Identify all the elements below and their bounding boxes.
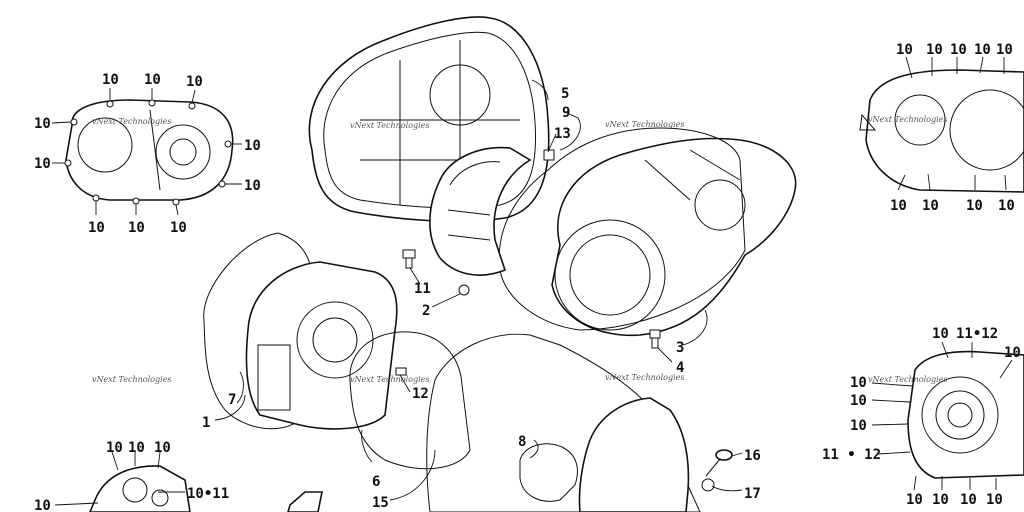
bracket-part — [287, 491, 323, 512]
callout-10: 10 — [966, 198, 983, 214]
callout-7: 7 — [228, 392, 236, 408]
callout-10: 10 — [960, 492, 977, 508]
callout-10: 10 — [88, 220, 105, 236]
callout-10: 10 — [996, 42, 1013, 58]
dipstick-16 — [705, 449, 733, 477]
callout-10: 10 — [102, 72, 119, 88]
callout-12: 12 — [412, 386, 429, 402]
callout-10: 10 — [926, 42, 943, 58]
callout-labels: 10 10 10 10 10 10 10 10 10 10 5 9 13 11 … — [34, 42, 1021, 512]
o-ring-17 — [701, 478, 715, 492]
watermark-text: vNext Technologies — [605, 120, 684, 129]
callout-10: 10 — [974, 42, 991, 58]
callout-10: 10 — [850, 375, 867, 391]
callout-10: 10 — [896, 42, 913, 58]
callout-10: 10 — [932, 492, 949, 508]
watermark-text: vNext Technologies — [868, 375, 947, 384]
callout-11-12: 11•12 — [956, 326, 998, 342]
callout-16: 16 — [744, 448, 761, 464]
callout-10: 10 — [244, 138, 261, 154]
callout-13: 13 — [554, 126, 571, 142]
lower-housing — [578, 397, 690, 512]
callout-9: 9 — [562, 105, 570, 121]
callout-10: 10 — [950, 42, 967, 58]
callout-10: 10 — [106, 440, 123, 456]
callout-4: 4 — [676, 360, 684, 376]
callout-10: 10 — [906, 492, 923, 508]
bottom-left-cover — [89, 465, 191, 512]
callout-17: 17 — [744, 486, 761, 502]
callout-10: 10 — [850, 418, 867, 434]
leader-lines — [54, 56, 1013, 506]
callout-10: 10 — [986, 492, 1003, 508]
callout-10: 10 — [34, 156, 51, 172]
callout-10: 10 — [244, 178, 261, 194]
watermark-text: vNext Technologies — [868, 115, 947, 124]
callout-10: 10 — [154, 440, 171, 456]
callout-5: 5 — [561, 86, 569, 102]
watermark-text: vNext Technologies — [350, 121, 429, 130]
callout-1: 1 — [202, 415, 210, 431]
gasket-6 — [349, 331, 471, 470]
inner-clutch-cover — [551, 137, 797, 337]
callout-10: 10 — [128, 440, 145, 456]
callout-10: 10 — [170, 220, 187, 236]
right-cover-top — [859, 69, 1024, 193]
center-housing — [203, 232, 398, 430]
callout-8: 8 — [518, 434, 526, 450]
watermark-text: vNext Technologies — [92, 117, 171, 126]
callout-10: 10 — [998, 198, 1015, 214]
fan-housing — [429, 146, 532, 276]
callout-10: 10 — [186, 74, 203, 90]
callout-2: 2 — [422, 303, 430, 319]
right-cover-bottom — [907, 350, 1024, 479]
gasket-15 — [426, 333, 701, 512]
callout-10: 10 — [144, 72, 161, 88]
callout-10-11: 10•11 — [187, 486, 229, 502]
callout-10: 10 — [128, 220, 145, 236]
callout-15: 15 — [372, 495, 389, 511]
callout-10: 10 — [932, 326, 949, 342]
callout-10: 10 — [1004, 345, 1021, 361]
watermark-text: vNext Technologies — [605, 373, 684, 382]
left-cover-small — [51, 88, 242, 216]
callout-10: 10 — [922, 198, 939, 214]
outer-clutch-cover — [308, 16, 550, 223]
callout-11-12: 11 • 12 — [822, 447, 881, 463]
watermark-text: vNext Technologies — [92, 375, 171, 384]
watermarks: vNext Technologies vNext Technologies vN… — [92, 115, 947, 384]
callout-3: 3 — [676, 340, 684, 356]
gasket-8 — [519, 443, 578, 502]
callout-10: 10 — [34, 498, 51, 512]
callout-10: 10 — [34, 116, 51, 132]
watermark-text: vNext Technologies — [350, 375, 429, 384]
callout-11: 11 — [414, 281, 431, 297]
callout-10: 10 — [850, 393, 867, 409]
callout-10: 10 — [890, 198, 907, 214]
callout-6: 6 — [372, 474, 380, 490]
